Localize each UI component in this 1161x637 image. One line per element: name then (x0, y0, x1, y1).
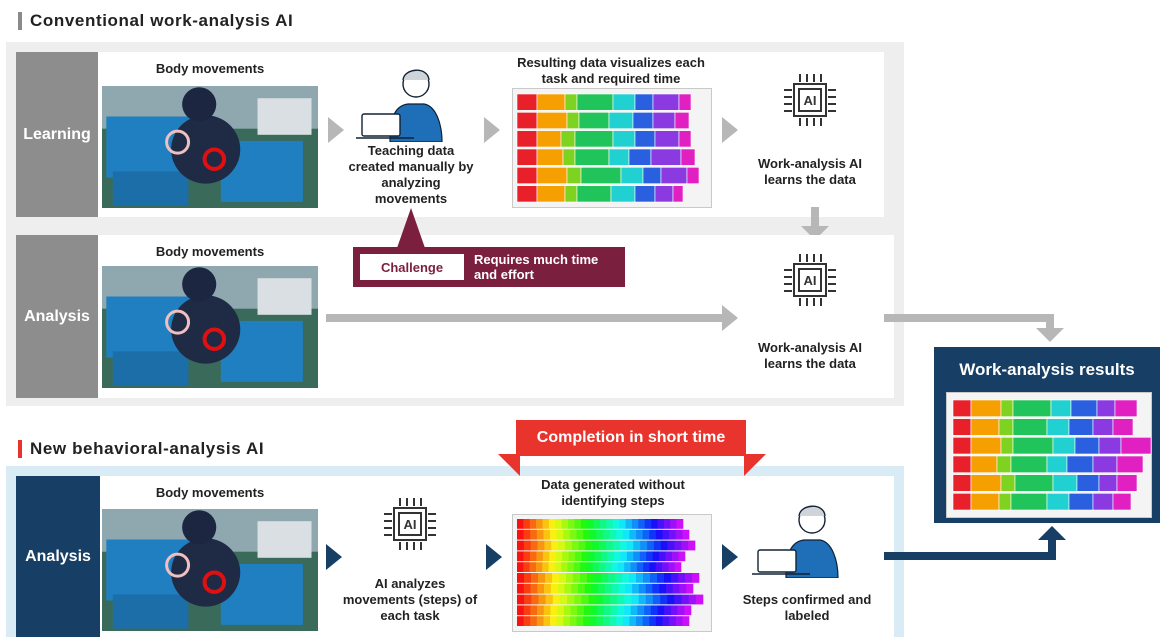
learning-arrow-2 (484, 117, 500, 143)
learning-to-analysis-arrow (811, 207, 819, 227)
new-ai-body-movements-label: Body movements (155, 485, 265, 500)
completion-banner-tail-right (744, 454, 766, 476)
teaching-data-caption: Teaching data created manually by analyz… (348, 143, 474, 206)
ai-chip-icon: AI (780, 70, 840, 130)
learning-gantt-chart (512, 88, 712, 208)
conventional-title: Conventional work-analysis AI (30, 11, 294, 30)
new-ai-arrow-3 (722, 544, 738, 570)
results-title: Work-analysis results (959, 360, 1135, 379)
new-ai-title: New behavioral-analysis AI (30, 439, 265, 458)
results-gantt-chart (946, 392, 1152, 518)
new-ai-to-results-arrowhead (1038, 526, 1066, 540)
new-ai-arrow-1 (326, 544, 342, 570)
new-ai-rainbow-chart (512, 514, 712, 632)
resulting-data-caption: Resulting data visualizes each task and … (517, 55, 705, 86)
new-ai-title-bar (18, 440, 22, 458)
conventional-to-results-line (884, 314, 1054, 322)
learning-worker-photo (102, 86, 318, 208)
conventional-to-results-down (1046, 314, 1054, 330)
challenge-tag: Challenge (360, 254, 464, 280)
ai-chip-icon: AI (380, 494, 440, 554)
new-ai-arrow-2 (486, 544, 502, 570)
svg-text:AI: AI (404, 517, 417, 532)
new-ai-to-results-line (884, 552, 1056, 560)
completion-banner (516, 420, 746, 456)
svg-text:AI: AI (804, 93, 817, 108)
new-ai-analysis-label: Analysis (16, 476, 100, 637)
worker-at-laptop-icon (750, 494, 858, 579)
svg-text:AI: AI (804, 273, 817, 288)
analysis-long-arrowhead (722, 305, 738, 331)
analysis-body-movements-label: Body movements (155, 244, 265, 259)
analysis-long-arrow (326, 314, 722, 322)
new-ai-data-caption: Data generated without identifying steps (541, 477, 685, 508)
new-ai-worker-photo (102, 509, 318, 631)
new-ai-steps-caption: Steps confirmed and labeled (742, 592, 872, 623)
learning-ai-caption: Work-analysis AI learns the data (757, 156, 863, 187)
new-ai-to-results-up (1048, 540, 1056, 560)
learning-arrow-3 (722, 117, 738, 143)
conventional-title-bar (18, 12, 22, 30)
analysis-label: Analysis (16, 235, 98, 398)
completion-banner-tail-left (498, 454, 520, 476)
learning-arrow-1 (328, 117, 344, 143)
ai-chip-icon: AI (780, 250, 840, 310)
learning-body-movements-label: Body movements (155, 61, 265, 76)
analysis-worker-photo (102, 266, 318, 388)
conventional-to-results-arrowhead (1036, 328, 1064, 342)
new-ai-ai-caption: AI analyzes movements (steps) of each ta… (342, 576, 478, 623)
challenge-pointer (397, 208, 425, 248)
completion-banner-text: Completion in short time (536, 429, 726, 446)
analysis-ai-caption: Work-analysis AI learns the data (757, 340, 863, 371)
learning-label: Learning (16, 52, 98, 217)
worker-at-laptop-icon (356, 58, 460, 143)
challenge-text: Requires much time and effort (474, 252, 599, 282)
